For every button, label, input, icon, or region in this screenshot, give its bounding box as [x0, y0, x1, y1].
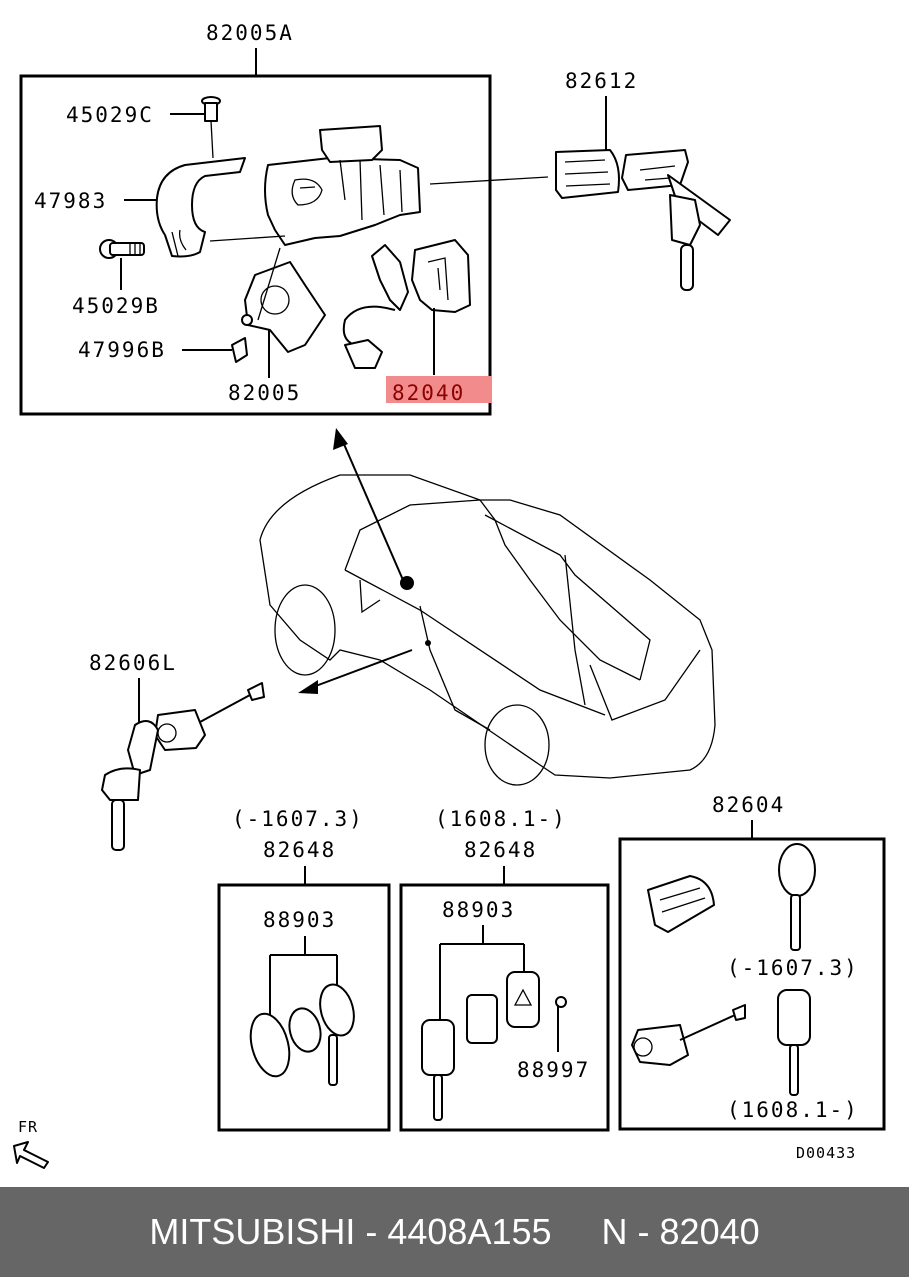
keyset-82604-group: 82604 (-1607.3) (1608.1-): [618, 793, 886, 1131]
highlight-box: [386, 376, 492, 403]
label-82612[interactable]: 82612: [565, 69, 638, 93]
keyset-door-cylinder-icon: [631, 1004, 746, 1066]
remote1-box: [217, 883, 391, 1132]
door-cylinder-82606L-group: 82606L: [89, 651, 265, 851]
keyset-note-old: (-1607.3): [727, 956, 859, 980]
ignition-switch-icon: [241, 247, 326, 353]
steering-lock-housing-icon: [209, 125, 549, 246]
label-82005A[interactable]: 82005A: [206, 21, 294, 45]
label-82606L[interactable]: 82606L: [89, 651, 177, 675]
remote2-date-range: (1608.1-): [435, 807, 567, 831]
label-47996B[interactable]: 47996B: [78, 338, 166, 362]
label-45029C[interactable]: 45029C: [66, 103, 154, 127]
key-reminder-switch-icon: [342, 239, 471, 369]
ignition-cylinder-icon: [555, 149, 731, 291]
front-label: FR: [18, 1118, 38, 1136]
screw-47996B-icon: [231, 337, 248, 363]
label-82040-highlighted[interactable]: 82040: [392, 381, 465, 405]
keyset-key-old-icon: [778, 843, 816, 951]
remote-group-1: (-1607.3) 82648 88903: [217, 807, 391, 1132]
front-indicator: FR: [13, 1118, 49, 1169]
remote2-sub-label[interactable]: 88903: [442, 898, 515, 922]
remote2-key-parts-icon: [421, 971, 567, 1121]
remote1-key-parts-icon: [249, 983, 355, 1086]
assembly-box: [19, 74, 492, 416]
label-82604[interactable]: 82604: [712, 793, 785, 817]
drawing-code: D00433: [796, 1144, 856, 1162]
keyset-cylinder-icon: [647, 875, 715, 933]
column-cover-icon: [155, 157, 246, 258]
footer-part-info: MITSUBISHI - 4408A155 N - 82040: [149, 1211, 760, 1252]
vehicle-outline-icon: [259, 474, 716, 786]
pointer-arrows: [298, 428, 413, 694]
label-47983[interactable]: 47983: [34, 189, 107, 213]
remote1-sub-label[interactable]: 88903: [263, 908, 336, 932]
footer-bar: MITSUBISHI - 4408A155 N - 82040: [0, 1187, 909, 1277]
remote-group-2: (1608.1-) 82648 88903 88997: [399, 807, 610, 1132]
remote1-date-range: (-1607.3): [232, 807, 364, 831]
door-lock-location-marker: [425, 640, 431, 646]
remote2-part-label[interactable]: 82648: [464, 838, 537, 862]
label-45029B[interactable]: 45029B: [72, 294, 160, 318]
keyset-box: [618, 837, 886, 1131]
label-88997[interactable]: 88997: [517, 1058, 590, 1082]
front-arrow-icon: [13, 1141, 49, 1169]
remote1-part-label[interactable]: 82648: [263, 838, 336, 862]
cylinder-key-82612-group: 82612: [555, 69, 731, 291]
remote2-bracket: [439, 925, 525, 1020]
label-82005[interactable]: 82005: [228, 381, 301, 405]
door-lock-cylinder-icon: [101, 682, 265, 851]
pin-45029B-icon: [99, 239, 145, 259]
remote1-bracket: [269, 936, 338, 1025]
keyset-key-new-icon: [777, 989, 811, 1096]
keyset-note-new: (1608.1-): [727, 1098, 859, 1122]
parts-diagram: 82005A 45029C 47983 45029B: [13, 21, 886, 1169]
assembly-82005A-group: 82005A 45029C 47983 45029B: [19, 21, 549, 416]
remote2-box: [399, 883, 610, 1132]
screw-45029C-icon: [201, 96, 221, 159]
